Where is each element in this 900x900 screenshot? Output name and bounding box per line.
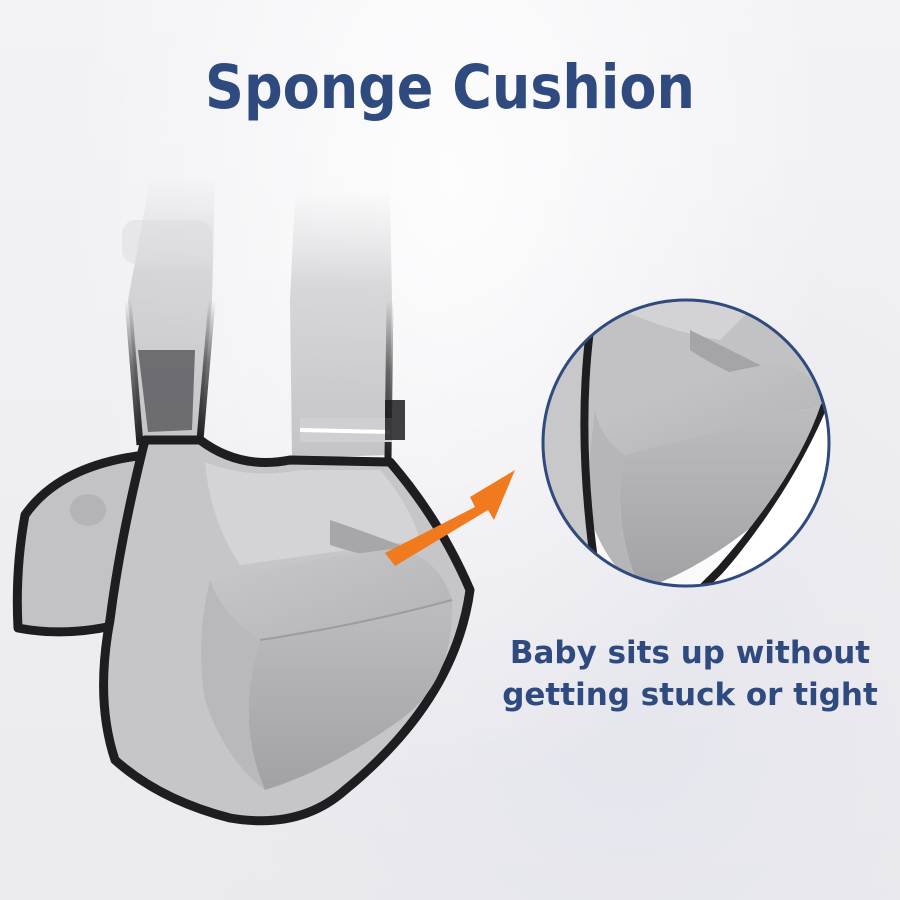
caption-line-1: Baby sits up without: [509, 635, 871, 671]
arrow-icon: [385, 470, 515, 566]
zoom-detail-circle: [541, 298, 831, 588]
page-title: Sponge Cushion: [205, 52, 695, 123]
left-strap: [122, 180, 216, 446]
sponge-cushion: [201, 548, 453, 790]
caption-text: Baby sits up without getting stuck or ti…: [500, 632, 880, 716]
right-strap: [288, 195, 405, 459]
caption-line-2: getting stuck or tight: [502, 677, 878, 713]
